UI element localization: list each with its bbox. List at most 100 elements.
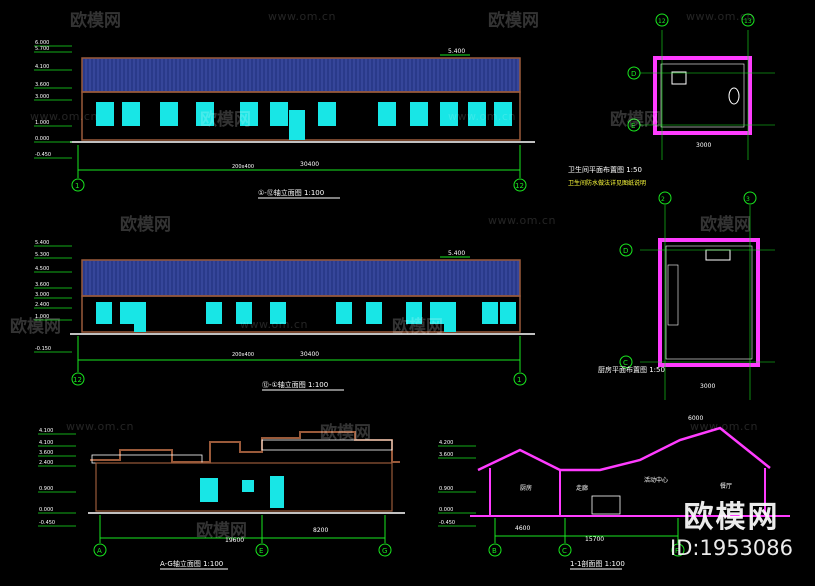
back-dim-length: 30400 bbox=[300, 351, 319, 358]
plan-axis-bubble-4 bbox=[743, 191, 757, 205]
plan-axis-label-3: 12 bbox=[658, 18, 666, 25]
watermark-logo-9: 欧模网 bbox=[320, 423, 371, 443]
section-axis-label-1: B bbox=[492, 547, 497, 555]
side-window-2 bbox=[242, 480, 254, 492]
section-roof-mid bbox=[560, 426, 771, 472]
front-dim-sub: 200x400 bbox=[232, 164, 254, 170]
toilet-sink bbox=[671, 71, 687, 85]
level-text-2: 4.100 bbox=[39, 440, 53, 446]
back-window-4 bbox=[236, 302, 252, 324]
toilet-dim-width: 3000 bbox=[696, 142, 711, 149]
level-text-6: 0.000 bbox=[39, 507, 53, 513]
front-window-3 bbox=[160, 102, 178, 126]
back-elevation-title: ⑫-①轴立面图 1:100 bbox=[262, 380, 328, 389]
plan-axis-label-1: D bbox=[623, 247, 628, 255]
section-stair bbox=[591, 495, 621, 515]
plan-axis-label-4: 3 bbox=[746, 196, 750, 203]
level-text-5: 0.900 bbox=[39, 486, 53, 492]
back-axis-right-bubble bbox=[513, 372, 527, 386]
level-text-8: -0.150 bbox=[35, 346, 51, 352]
section-roof-left bbox=[477, 448, 561, 472]
level-text-2: 5.700 bbox=[35, 46, 49, 52]
back-window-11 bbox=[500, 302, 516, 324]
side-window-1 bbox=[200, 478, 218, 502]
back-windows bbox=[96, 302, 516, 332]
front-axis-left-label: 1 bbox=[75, 182, 79, 190]
back-window-5 bbox=[270, 302, 286, 324]
side-body bbox=[95, 462, 393, 512]
plan-axis-bubble-2 bbox=[627, 118, 641, 132]
front-door bbox=[289, 110, 305, 140]
front-elevation-title: ①-⑫轴立面图 1:100 bbox=[258, 188, 324, 197]
watermark-site-1: www.om.cn bbox=[268, 10, 336, 23]
level-text-4: 2.400 bbox=[39, 460, 53, 466]
section-room-3: 活动中心 bbox=[644, 476, 668, 484]
level-text-3: 0.900 bbox=[439, 486, 453, 492]
front-window-10 bbox=[440, 102, 458, 126]
id-badge: 欧模网 ID:1953086 bbox=[670, 492, 793, 560]
front-elevation: 30400 200x400 1 12 ①-⑫轴立面图 1:100 6.0005.… bbox=[34, 40, 535, 199]
side-door bbox=[270, 476, 284, 508]
front-window-9 bbox=[410, 102, 428, 126]
front-axis-right-label: 12 bbox=[515, 182, 524, 190]
side-dim-sub: 8200 bbox=[313, 527, 328, 534]
watermark-site-2: www.om.cn bbox=[686, 10, 754, 23]
watermark-logo-4: 欧模网 bbox=[610, 110, 661, 130]
plan-axis-label-2: E bbox=[631, 122, 635, 130]
watermark-site-5: www.om.cn bbox=[488, 214, 556, 227]
watermark-site-4: www.om.cn bbox=[448, 110, 516, 123]
level-text-6: 1.000 bbox=[35, 120, 49, 126]
section-axis-bubble-1 bbox=[488, 543, 502, 557]
watermark-site-8: www.om.cn bbox=[690, 420, 758, 433]
side-axis-bubble-1 bbox=[93, 543, 107, 557]
section-room-1: 厨房 bbox=[520, 484, 532, 492]
level-text-7: 1.000 bbox=[35, 314, 49, 320]
front-window-6 bbox=[270, 102, 288, 126]
id-badge-logo: 欧模网 bbox=[683, 500, 780, 535]
plan-axis-bubble-3 bbox=[658, 191, 672, 205]
section-dim-sub-left: 4600 bbox=[515, 525, 530, 532]
level-text-4: 0.000 bbox=[439, 507, 453, 513]
watermark-logo-1: 欧模网 bbox=[70, 11, 121, 31]
back-elevation: 30400 200x400 12 1 ⑫-①轴立面图 1:100 5.4005.… bbox=[34, 240, 535, 391]
side-axis-label-2: E bbox=[259, 547, 263, 555]
level-text-5: 3.000 bbox=[35, 292, 49, 298]
level-text-3: 4.500 bbox=[35, 266, 49, 272]
side-axis-bubble-3 bbox=[378, 543, 392, 557]
back-facade bbox=[81, 295, 521, 333]
side-roof-band-2 bbox=[261, 439, 393, 451]
back-axis-left-bubble bbox=[71, 372, 85, 386]
back-axis-right-label: 1 bbox=[517, 376, 521, 384]
level-text-1: 4.200 bbox=[439, 440, 453, 446]
back-roof-tiles bbox=[85, 261, 519, 295]
front-window-12 bbox=[494, 102, 512, 126]
section-room-4: 餐厅 bbox=[720, 482, 732, 490]
watermark-logo-5: 欧模网 bbox=[120, 215, 171, 235]
watermark-logo-2: 欧模网 bbox=[488, 11, 539, 31]
side-elevation-title: A-G轴立面图 1:100 bbox=[160, 559, 223, 568]
front-dim-length: 30400 bbox=[300, 161, 319, 168]
watermark-logo-8: 欧模网 bbox=[10, 317, 61, 337]
back-window-10 bbox=[482, 302, 498, 324]
front-window-7 bbox=[318, 102, 336, 126]
section-dim-length: 15700 bbox=[585, 536, 604, 543]
back-door-2 bbox=[444, 302, 456, 332]
back-dim-sub: 200x400 bbox=[232, 352, 254, 358]
plan-axis-bubble-1 bbox=[627, 66, 641, 80]
plan-axis-bubble-3 bbox=[655, 13, 669, 27]
level-text-5: 3.000 bbox=[35, 94, 49, 100]
level-text-2: 5.300 bbox=[35, 252, 49, 258]
kitchen-counter bbox=[667, 264, 679, 326]
kitchen-wall-outline bbox=[658, 238, 760, 367]
plan-axis-label-1: D bbox=[631, 70, 636, 78]
watermark-logo-10: 欧模网 bbox=[196, 521, 247, 541]
back-roof bbox=[81, 259, 521, 297]
front-window-1 bbox=[96, 102, 114, 126]
